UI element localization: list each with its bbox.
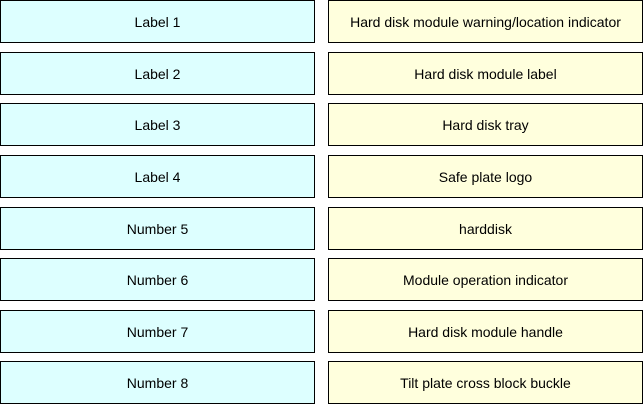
legend-description-4: Safe plate logo <box>328 155 643 198</box>
legend-row-5: Number 5 harddisk <box>0 207 643 250</box>
legend-label-8: Number 8 <box>0 361 315 404</box>
legend-description-5: harddisk <box>328 207 643 250</box>
legend-label-4: Label 4 <box>0 155 315 198</box>
legend-row-7: Number 7 Hard disk module handle <box>0 310 643 353</box>
legend-label-5: Number 5 <box>0 207 315 250</box>
legend-description-7: Hard disk module handle <box>328 310 643 353</box>
legend-description-6: Module operation indicator <box>328 258 643 301</box>
legend-description-1: Hard disk module warning/location indica… <box>328 0 643 43</box>
legend-description-3: Hard disk tray <box>328 103 643 146</box>
legend-row-4: Label 4 Safe plate logo <box>0 155 643 198</box>
legend-description-2: Hard disk module label <box>328 52 643 95</box>
legend-row-1: Label 1 Hard disk module warning/locatio… <box>0 0 643 43</box>
legend-row-3: Label 3 Hard disk tray <box>0 103 643 146</box>
legend-label-1: Label 1 <box>0 0 315 43</box>
legend-label-7: Number 7 <box>0 310 315 353</box>
legend-description-8: Tilt plate cross block buckle <box>328 361 643 404</box>
legend-label-2: Label 2 <box>0 52 315 95</box>
legend-label-3: Label 3 <box>0 103 315 146</box>
legend-label-6: Number 6 <box>0 258 315 301</box>
legend-row-8: Number 8 Tilt plate cross block buckle <box>0 361 643 404</box>
legend-row-6: Number 6 Module operation indicator <box>0 258 643 301</box>
legend-row-2: Label 2 Hard disk module label <box>0 52 643 95</box>
